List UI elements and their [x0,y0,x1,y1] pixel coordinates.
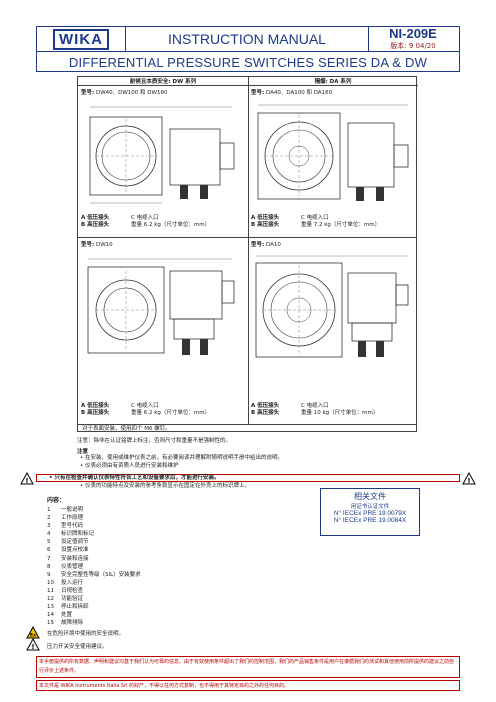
contents-heading: 内容： [47,497,66,504]
dimension-note: 注意：除非在认证铭牌上标注，否则尺寸和重量不是强制性的。 [77,438,232,444]
model-da40: 型号: DA40、DA100 和 DA160 [251,90,333,96]
hazard-safety-text: 在危险环境中使用的安全说明。 [47,631,125,637]
row-divider [78,237,416,238]
note-divider [78,424,416,425]
attention-item: • 仪表必须由有资质人员进行安装和维护 [80,462,179,469]
column-divider [248,77,249,425]
manual-title: INSTRUCTION MANUAL [125,27,369,51]
doc-number: NI-209E [389,26,437,41]
dw10-dimension-drawing [87,258,235,355]
mounting-note: 对于表面安装，使用四个 M6 螺钉。 [82,426,171,432]
warning-triangle-icon: ! [462,472,476,485]
related-subtitle: 用证书认证文件 [350,504,390,510]
pressure-safety-text: 压力开关安全使用建议。 [47,644,108,650]
da10-dimension-drawing [255,255,409,358]
model-da10: 型号: DA10 [251,242,281,248]
certificate-link[interactable]: N° IECEx PRE 19.0079X [333,510,407,517]
svg-text:!: ! [467,477,470,485]
attention-item: • 在安装、使用或维护仪表之前，有必要阅读并理解附随明说明手册中给出的说明。 [80,455,284,461]
da-series-heading: 隔爆: DA 系列 [248,77,418,86]
svg-text:Ex: Ex [30,633,36,639]
document-header: WIKA INSTRUCTION MANUAL NI-209E 版本: 9 04… [36,26,460,72]
nameplate-note: • 仪表的功能特点及安装的参考条款显示在固定在外壳上的标识牌上。 [80,483,251,489]
copyright-box: 本文件是 WIKA Instruments Italia Srl 的财产，不得以… [36,680,460,691]
models-table: 耐候且本质安全: DW 系列 隔爆: DA 系列 型号: DW40、DW100 … [77,76,418,432]
warning-triangle-icon: ! [26,638,40,651]
doc-code-block: NI-209E 版本: 9 04/20 [367,27,459,51]
product-subtitle: DIFFERENTIAL PRESSURE SWITCHES SERIES DA… [37,51,459,73]
attention-heading: 注意 [77,449,89,455]
install-warning-box: • 只有在检查并确认仪表特性符合工艺和设备要求后，才能进行安装。 [36,474,460,482]
dw-series-heading: 耐候且本质安全: DW 系列 [78,77,248,86]
warning-triangle-icon: ! [20,472,34,485]
model-dw40: 型号: DW40、DW100 和 DW160 [81,90,168,96]
attention-list: • 在安装、使用或维护仪表之前，有必要阅读并理解附随明说明手册中给出的说明。 •… [80,455,283,470]
wika-logo: WIKA [37,27,125,51]
model-dw10: 型号: DW10 [81,242,113,248]
related-documents-box: 相关文件 用证书认证文件 N° IECEx PRE 19.0079X N° IE… [320,488,420,536]
svg-text:!: ! [31,643,34,651]
da40-dimension-drawing [257,104,409,201]
doc-version: 版本: 9 04/20 [390,42,436,50]
certificate-link[interactable]: N° IECEx PRE 19.0084X [333,517,407,524]
svg-text:!: ! [25,477,28,485]
related-title: 相关文件 [354,492,386,501]
dw40-dimension-drawing [89,106,235,204]
disclaimer-box: 本手册提供的所有数据、声明和建议均基于我们认为可靠的信息。由于有效使用条件超出了… [36,656,460,678]
